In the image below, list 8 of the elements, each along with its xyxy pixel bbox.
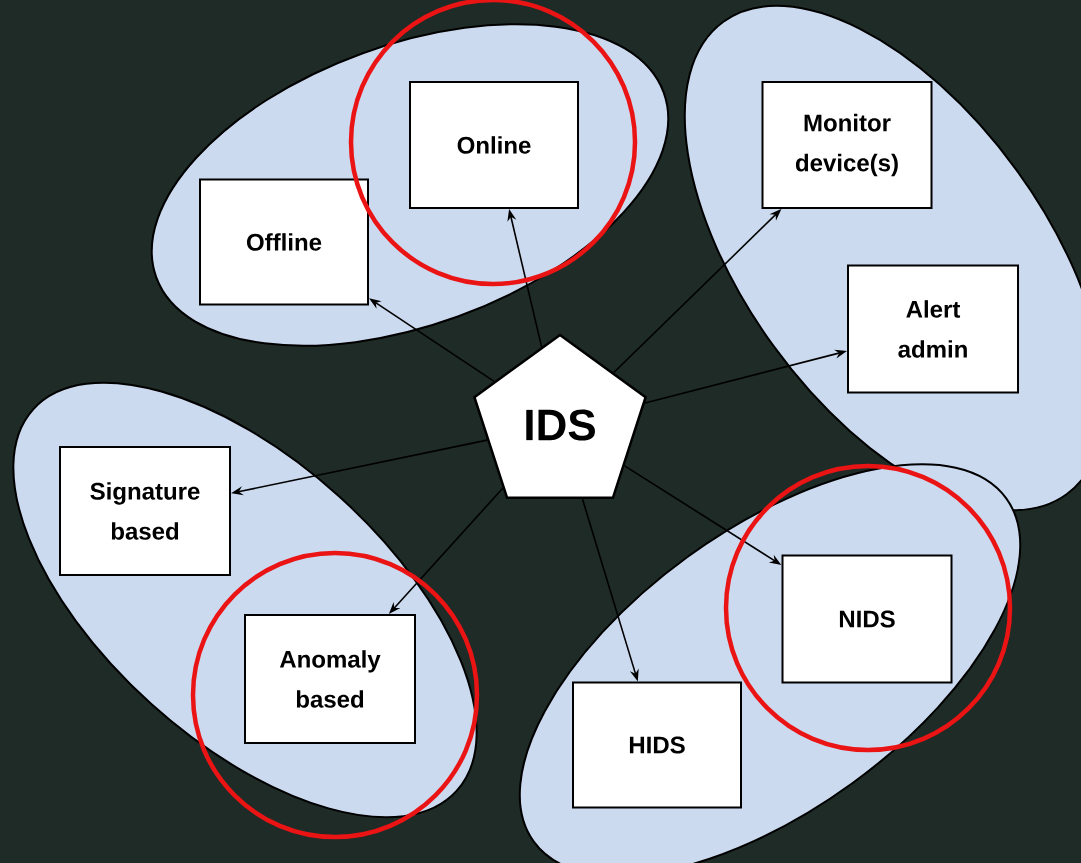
label-box: HIDS [572, 681, 742, 809]
label-box: Anomaly based [244, 614, 416, 744]
label-box: Alert admin [847, 264, 1019, 394]
label-box: Monitor device(s) [761, 81, 933, 209]
label-box: Signature based [59, 446, 231, 576]
label-box: Online [409, 81, 579, 209]
label-box: Offline [199, 178, 369, 306]
label-box: NIDS [781, 554, 953, 684]
